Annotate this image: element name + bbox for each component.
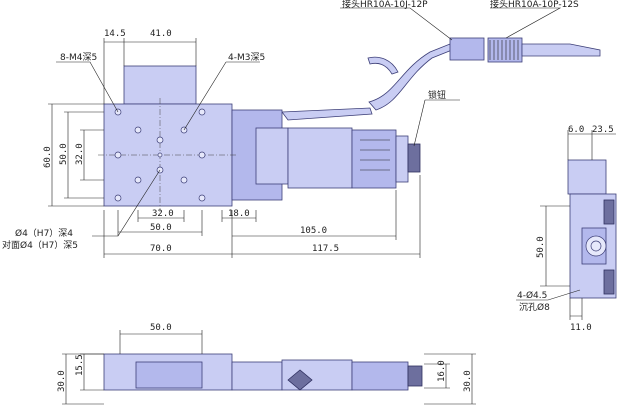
connector-label-2: 接头HR10A-10P-12S	[490, 0, 579, 10]
dim-50-front: 50.0	[150, 323, 172, 333]
dim-11: 11.0	[570, 323, 592, 333]
top-block	[123, 65, 197, 105]
motor-shaft-inner	[590, 240, 602, 252]
dim-32v: 32.0	[75, 143, 85, 165]
dim-50h: 50.0	[150, 223, 172, 233]
connector-socket	[487, 37, 523, 63]
side-holes-label-2: 沉孔Ø8	[519, 302, 550, 313]
dim-60: 60.0	[43, 146, 53, 168]
dim-18: 18.0	[228, 209, 250, 219]
tap-hole	[114, 151, 122, 159]
dim-50-side: 50.0	[536, 236, 546, 258]
front-view	[62, 330, 476, 405]
dim-16: 16.0	[437, 360, 447, 382]
tap-hole	[180, 176, 188, 184]
dim-50v: 50.0	[59, 143, 69, 165]
pin-hole-label-1: Ø4（H7）深4	[15, 228, 73, 239]
front-motor	[281, 359, 353, 391]
dim-41: 41.0	[150, 29, 172, 39]
side-view	[516, 130, 617, 320]
lock-knob-base	[395, 135, 409, 183]
tap-hole	[198, 108, 206, 116]
dim-70: 70.0	[150, 244, 172, 254]
tap-m4-label: 8-M4深5	[60, 52, 97, 63]
dim-32h: 32.0	[152, 209, 174, 219]
dim-6: 6.0	[568, 125, 584, 135]
top-view	[48, 7, 601, 258]
cable-out	[521, 43, 601, 57]
connector-label-1: 接头HR10A-10J-12P	[342, 0, 428, 10]
front-side	[231, 361, 283, 391]
dim-117-5: 117.5	[312, 244, 339, 254]
pin-hole-label-2: 对面Ø4（H7）深5	[2, 239, 78, 251]
side-gear-bottom	[603, 269, 615, 295]
motor-body	[287, 127, 353, 189]
cable-lower	[281, 107, 373, 121]
front-motor-end	[351, 361, 409, 391]
tap-hole	[114, 194, 122, 202]
motor-mount	[255, 127, 289, 185]
front-top	[135, 361, 203, 389]
front-cable-clip	[287, 369, 313, 391]
side-gear-top	[603, 199, 615, 225]
cable-loop	[367, 56, 399, 75]
lock-knob-label: 锁钮	[428, 89, 446, 101]
pin-hole	[156, 136, 164, 144]
lock-knob	[407, 143, 421, 173]
dim-23-5: 23.5	[592, 125, 614, 135]
side-holes-label-1: 4-Ø4.5	[517, 290, 547, 301]
tap-hole	[134, 126, 142, 134]
dim-14-5: 14.5	[104, 29, 126, 39]
connector-plug	[449, 37, 485, 61]
center-hole	[157, 152, 163, 158]
front-knob	[407, 365, 423, 387]
dim-105: 105.0	[300, 226, 327, 236]
side-top	[567, 159, 607, 195]
tap-hole	[198, 194, 206, 202]
tap-hole	[134, 176, 142, 184]
dim-30-right: 30.0	[463, 370, 473, 392]
tap-m3-label: 4-M3深5	[228, 52, 265, 63]
dim-15-5: 15.5	[75, 354, 85, 376]
tap-hole	[198, 151, 206, 159]
motor-end	[351, 129, 397, 189]
dim-30-left: 30.0	[57, 370, 67, 392]
